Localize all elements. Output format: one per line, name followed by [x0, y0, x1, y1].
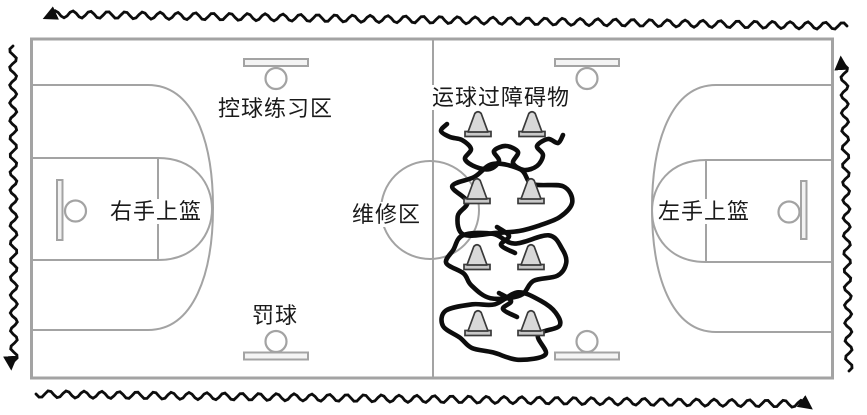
basket-backboard: [243, 351, 309, 361]
practice-basket: [243, 329, 309, 361]
left-three-point-line: [31, 84, 215, 331]
cone-body: [466, 243, 488, 266]
basket-backboard: [243, 58, 309, 67]
cone-body: [520, 177, 542, 200]
basket-ring: [575, 329, 599, 354]
cones-group: [463, 110, 546, 337]
right-free-throw-arc: [650, 159, 707, 263]
label-dribble-obstacle: 运球过障碍物: [431, 85, 572, 111]
basket-backboard: [554, 351, 620, 361]
cone-body: [520, 309, 542, 332]
lap-arrow-left: [3, 44, 19, 371]
dribble-path-scribbles: [438, 121, 575, 363]
label-free-throw: 罚球: [251, 303, 300, 329]
traffic-cone: [463, 177, 491, 205]
dribble-squiggle-loop-2: [443, 230, 569, 302]
right-hoop: [777, 200, 801, 224]
cone-body: [520, 243, 542, 266]
cone-body: [521, 110, 543, 133]
basket-ring: [264, 329, 288, 354]
label-maintenance-zone: 维修区: [351, 202, 423, 228]
practice-baskets: [243, 58, 620, 361]
label-right-hand-layup: 右手上篮: [109, 199, 204, 225]
lap-arrow-bottom: [34, 389, 813, 410]
left-backboard: [56, 179, 64, 241]
cone-body: [466, 177, 488, 200]
left-hoop: [63, 199, 88, 223]
lap-arrow-top: [42, 6, 849, 31]
dribble-squiggle-open: [438, 121, 566, 173]
dribble-squiggle-connector-1: [494, 224, 518, 256]
practice-basket: [243, 58, 309, 91]
label-left-hand-layup: 左手上篮: [657, 199, 752, 225]
dribble-squiggle-loop-3: [439, 289, 563, 363]
traffic-cone: [464, 110, 492, 138]
lap-arrow-right: [834, 55, 854, 373]
label-ball-control-zone: 控球练习区: [217, 96, 335, 122]
lap-route-arrows: [3, 6, 854, 410]
cone-body: [467, 309, 489, 332]
traffic-cone: [464, 309, 492, 337]
practice-basket: [554, 329, 620, 361]
traffic-cone: [517, 177, 545, 205]
right-backboard: [800, 180, 808, 240]
traffic-cone: [518, 110, 546, 138]
basket-backboard: [554, 58, 620, 67]
basket-ring: [264, 66, 288, 91]
cone-body: [467, 110, 489, 133]
basket-ring: [575, 66, 599, 91]
traffic-cone: [517, 309, 545, 337]
practice-basket: [554, 58, 620, 91]
traffic-cone: [517, 243, 545, 271]
dribble-squiggle-connector-2: [496, 290, 520, 320]
left-free-throw-arc: [157, 157, 214, 261]
traffic-cone: [463, 243, 491, 271]
